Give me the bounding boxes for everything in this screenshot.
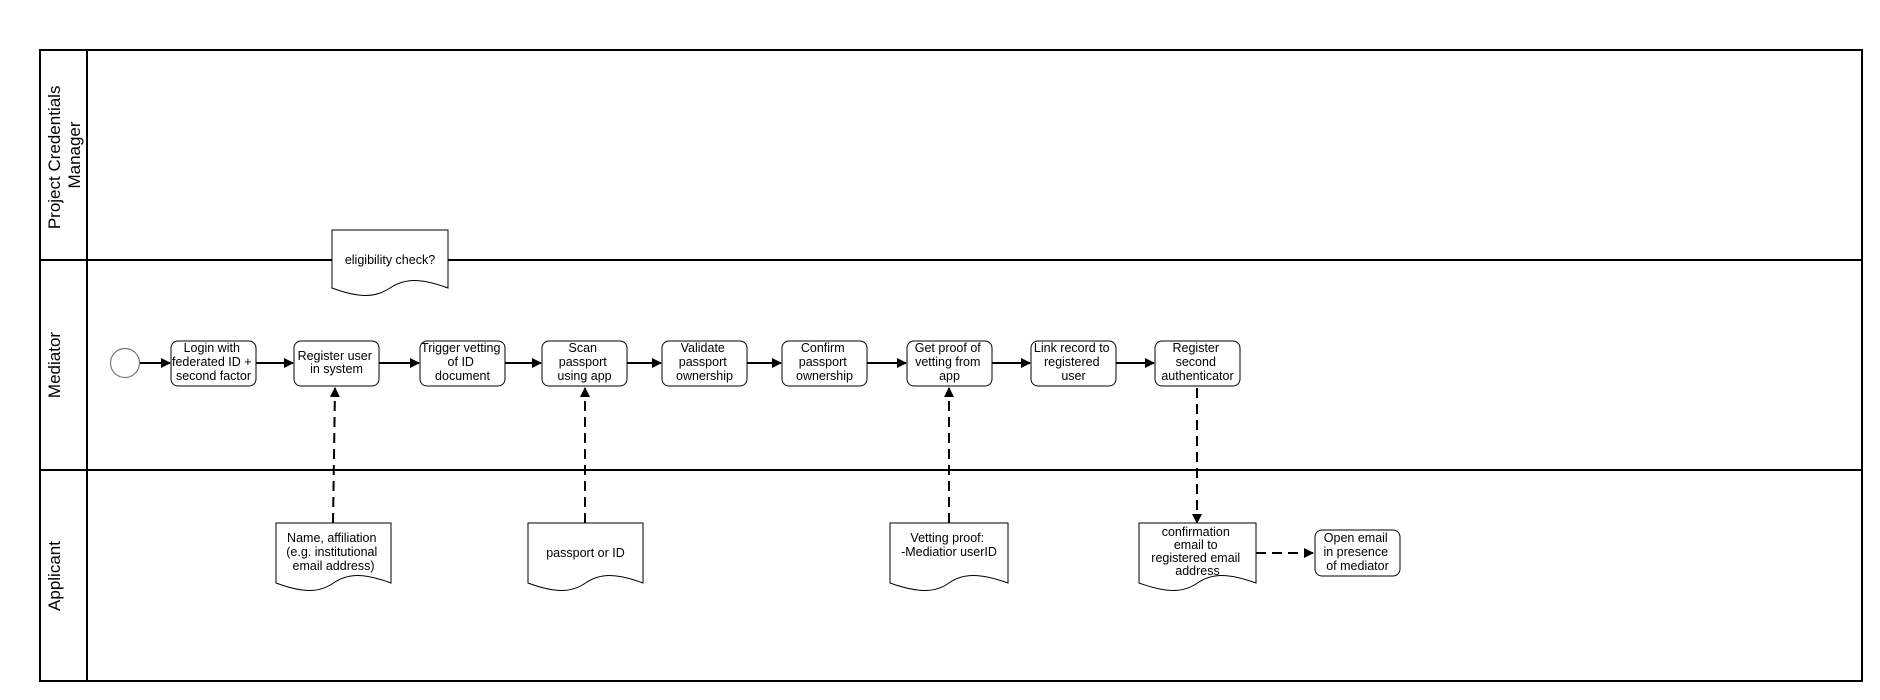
svg-text:Register second au: Register second authenticator (1161, 341, 1233, 383)
task-confirm-passport: Confirm passport ownership (781, 340, 868, 387)
data-associations (329, 387, 1314, 558)
document-passport-or-id: passport or ID (527, 522, 644, 591)
lane-applicant: Applicant (45, 541, 64, 611)
lane-label-line: Applicant (45, 541, 64, 611)
svg-text:Name, affiliation (e.g.: Name, affiliation (e.g. institutional em… (286, 531, 381, 573)
task-get-proof: Get proof of vetting from app (906, 340, 993, 387)
lane-mediator: Mediator (45, 332, 64, 398)
start-event (109, 347, 141, 379)
svg-text:passport or ID: passport or ID (546, 546, 625, 560)
document-eligibility-check: eligibility check? (331, 229, 449, 296)
svg-text:Validate passport: Validate passport ownership (676, 341, 733, 383)
svg-text:Confirm passport o: Confirm passport ownership (796, 341, 853, 383)
task-register-user: Register user in system (293, 340, 380, 387)
svg-text:confirmation email to: confirmation email to registered email a… (1151, 525, 1243, 578)
svg-text:Open email in presence: Open email in presence of mediator (1323, 531, 1391, 573)
svg-text:Mediator: Mediator (45, 332, 64, 398)
svg-text:Applicant: Applicant (45, 541, 64, 611)
assoc-name-register (329, 387, 340, 524)
task-link-record: Link record to registered user (1030, 340, 1117, 387)
task-trigger-vetting: Trigger vetting of ID document (419, 340, 506, 387)
svg-text:Get proof of vetting fro: Get proof of vetting from app (915, 341, 985, 383)
document-vetting-proof: Vetting proof: -Mediatior userID (889, 522, 1009, 591)
lane-label-line: Project Credentials (45, 86, 64, 230)
document-confirmation-email: confirmation email to registered email a… (1138, 522, 1257, 591)
svg-text:Register user in system: Register user in system (298, 349, 376, 376)
document-name-affiliation: Name, affiliation (e.g. institutional em… (275, 522, 392, 591)
task-open-email: Open email in presence of mediator (1314, 529, 1401, 577)
svg-text:Scan passport usin: Scan passport using app (557, 341, 611, 383)
task-login: Login with federated ID + second factor (170, 340, 257, 387)
svg-text:Project Credentials Mana: Project Credentials Manager (45, 81, 84, 229)
lane-label-line: Mediator (45, 332, 64, 398)
lane-pcm: Project Credentials Manager (45, 81, 84, 230)
task-register-second: Register second authenticator (1154, 340, 1241, 387)
task-scan-passport: Scan passport using app (541, 340, 628, 387)
svg-text:Trigger vetting of ID: Trigger vetting of ID document (421, 341, 504, 383)
task-validate-passport: Validate passport ownership (661, 340, 748, 387)
svg-text:Login with federated ID: Login with federated ID + second factor (172, 341, 255, 383)
lane-label-line: Manager (65, 121, 84, 188)
svg-text:Link record to registere: Link record to registered user (1034, 341, 1113, 383)
svg-text:eligibility check?: eligibility check? (345, 253, 435, 267)
svg-text:Vetting proof: -Mediatio: Vetting proof: -Mediatior userID (901, 531, 997, 559)
